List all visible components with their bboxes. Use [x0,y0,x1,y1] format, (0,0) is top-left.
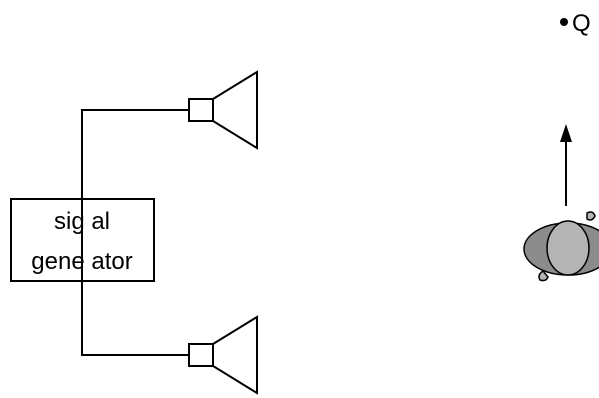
speaker-top-cone [212,70,258,150]
speaker-top-body [188,98,214,122]
speaker-bottom [188,315,258,395]
observer-head [546,220,590,276]
speaker-bottom-body [188,343,214,367]
direction-arrow [560,124,572,206]
observer-icon [523,211,599,282]
speaker-top [188,70,258,150]
point-q-dot [560,18,568,26]
speaker-bottom-cone [212,315,258,395]
point-q-label: Q [572,10,591,37]
observer-hand-right [586,211,596,221]
observer-hand-left [538,270,549,282]
